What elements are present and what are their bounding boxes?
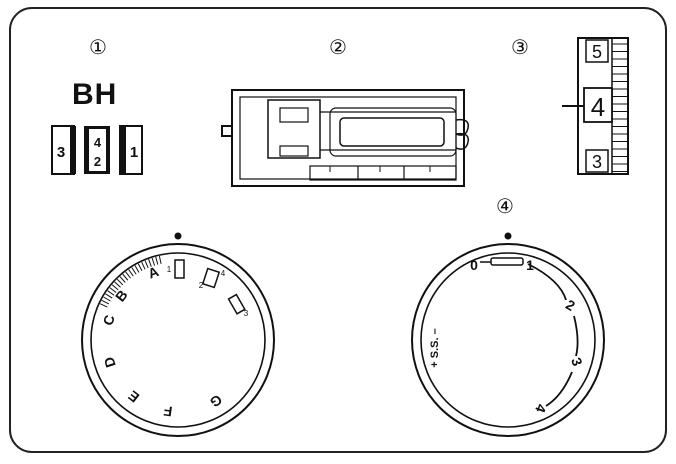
pattern-letter-g: G — [207, 391, 225, 410]
scale-middle-label: 4 — [591, 92, 605, 122]
buttonhole-foot — [221, 89, 469, 187]
pattern-letter-a: A — [146, 263, 161, 281]
bh-box-middle-bottom-label: 2 — [94, 154, 101, 169]
pattern-selector-dial: ABC D E F G 1 2 4 3 — [81, 232, 275, 437]
length-label-0: 0 — [470, 257, 478, 273]
callout-2: ② — [329, 35, 347, 59]
pattern-letter-d: D — [100, 355, 118, 370]
pattern-letter-f: F — [162, 403, 173, 420]
buttonhole-scale: 5 4 3 — [562, 37, 629, 175]
ss-label: + S.S. – — [429, 328, 441, 367]
mini-symbol-1: 1 — [167, 265, 172, 274]
callout-3: ③ — [511, 35, 529, 59]
bh-box-middle-top-label: 4 — [94, 135, 102, 150]
panel-frame — [9, 7, 667, 453]
mini-symbol-3: 3 — [244, 309, 249, 318]
pattern-letter-b: B — [112, 287, 131, 305]
length-label-1: 1 — [526, 257, 534, 273]
mini-buttonhole-symbols — [174, 259, 246, 315]
scale-bottom-label: 3 — [592, 152, 602, 172]
callout-1: ① — [89, 35, 107, 59]
length-label-4: 4 — [532, 402, 550, 415]
bh-box-right-label: 1 — [130, 144, 138, 161]
buttonhole-title: BH — [72, 78, 118, 111]
scale-top-label: 5 — [592, 42, 602, 62]
pattern-letter-c: C — [100, 313, 118, 327]
length-dial-indicator-dot — [504, 232, 512, 240]
callout-4: ④ — [496, 194, 514, 218]
bh-box-left-label: 3 — [57, 144, 65, 161]
buttonhole-indicator: 3 4 2 1 — [51, 125, 143, 175]
length-label-3: 3 — [568, 355, 586, 368]
pattern-letter-e: E — [125, 388, 142, 406]
foot-outer — [231, 89, 465, 187]
pattern-dial-indicator-dot — [174, 232, 182, 240]
stitch-length-dial: 0 1 2 3 4 + S.S. – — [411, 232, 605, 437]
mini-symbol-2: 2 — [199, 281, 204, 290]
mini-symbol-4: 4 — [221, 269, 226, 278]
